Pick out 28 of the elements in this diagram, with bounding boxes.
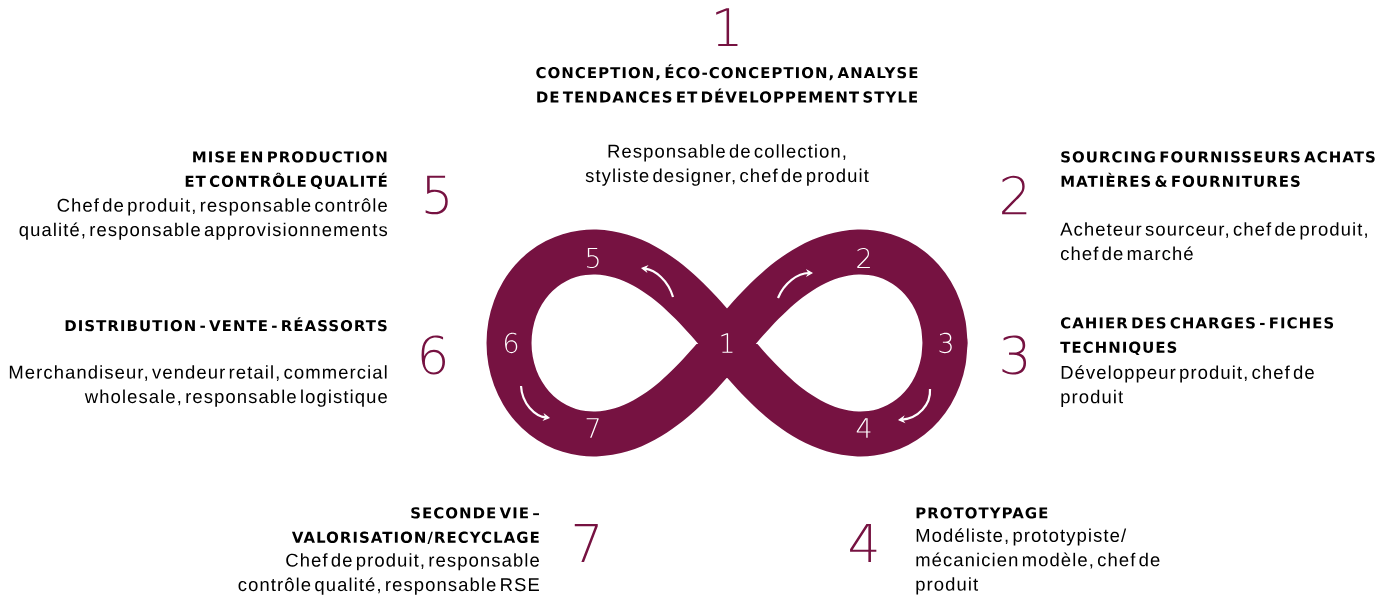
step-heading: PROTOTYPAGE	[916, 507, 1048, 519]
role-list: Chef de produit, responsable contrôle qualité, responsable RSE	[238, 553, 539, 595]
step-heading: CONCEPTION, ÉCO-CONCEPTION, ANALYSE DE TENDANCES ET DÉVELOPPEMENT STYLE	[536, 64, 918, 103]
step-heading: CAHIER DES CHARGES - FICHES TECHNIQUES	[1060, 317, 1334, 355]
role-list: Chef de produit, responsable contrôle qualité, responsable approvisionnements	[19, 198, 388, 240]
loop-number: 7	[586, 418, 599, 438]
step-heading: DISTRIBUTION - VENTE - RÉASSORTS	[65, 317, 387, 332]
loop-number: 6	[505, 332, 518, 354]
loop-number: 1	[721, 333, 733, 353]
step-number: 3	[1002, 335, 1027, 375]
step-heading: SECONDE VIE – VALORISATION/RECYCLAGE	[291, 507, 539, 545]
step-number: 2	[1002, 175, 1027, 215]
loop-number: 4	[856, 418, 871, 438]
role-list: Merchandiseur, vendeur retail, commercial wholesale, responsable logistique	[9, 365, 387, 407]
role-list: Modéliste, prototypiste/ mécanicien modèle, chef de produit	[916, 528, 1160, 595]
step-heading: SOURCING FOURNISSEURS ACHATS MATIÈRES & FOURNITURES	[1061, 151, 1375, 187]
step-heading: MISE EN PRODUCTION ET CONTRÔLE QUALITÉ	[185, 151, 387, 189]
loop-number: 5	[587, 248, 599, 268]
role-list: Développeur produit, chef de produit	[1061, 365, 1314, 407]
loop-number: 2	[857, 248, 870, 268]
step-number: 6	[421, 335, 445, 375]
step-number: 4	[850, 524, 877, 562]
role-list: Responsable de collection, styliste designer, chef de produit	[585, 144, 869, 186]
step-number: 5	[425, 175, 448, 215]
role-list: Acheteur sourceur, chef de produit, chef de marché	[1060, 222, 1367, 261]
loop-number: 3	[939, 332, 952, 354]
step-number: 1	[716, 8, 738, 46]
step-number: 7	[574, 524, 598, 562]
